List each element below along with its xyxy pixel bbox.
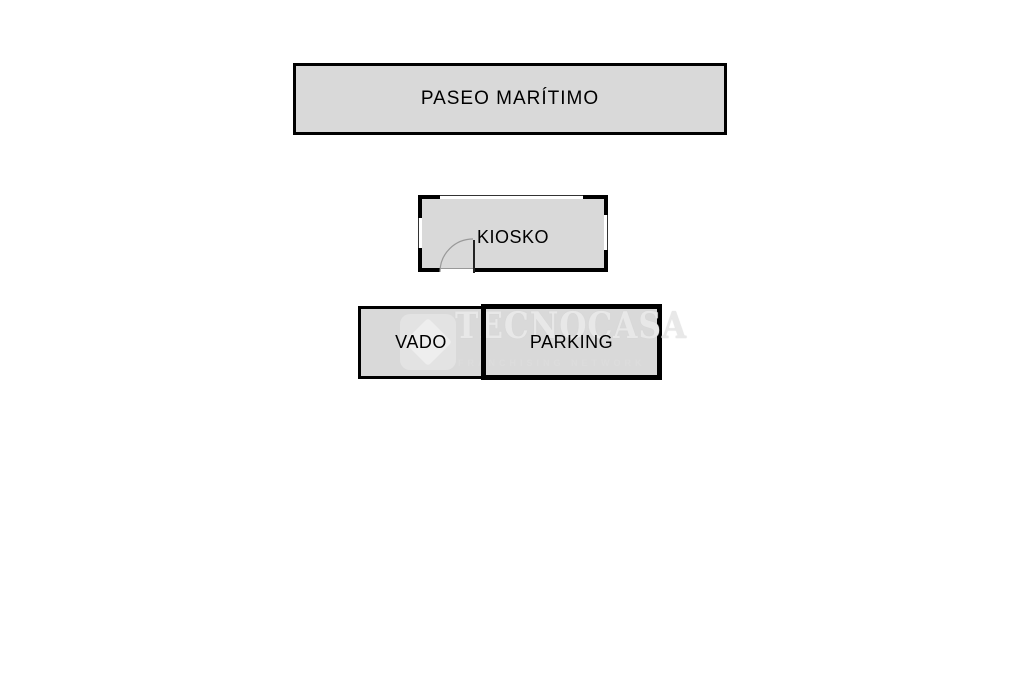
kiosko-window-left <box>418 218 422 248</box>
tecnocasa-watermark: TECNOCASA FRANCHISING NETWORK <box>398 305 686 377</box>
area-kiosko: KIOSKO <box>418 195 608 273</box>
tecnocasa-house-icon <box>400 314 456 370</box>
kiosko-door-opening <box>440 268 473 272</box>
kiosko-label: KIOSKO <box>476 227 550 247</box>
vado-parking-wall <box>481 304 486 380</box>
kiosko-door-leaf <box>473 240 475 273</box>
watermark-tagline-text: FRANCHISING NETWORK <box>458 358 646 368</box>
area-paseo-maritimo: PASEO MARÍTIMO <box>293 63 727 135</box>
vado-label: VADO <box>395 332 447 352</box>
paseo-maritimo-label: PASEO MARÍTIMO <box>420 88 600 109</box>
kiosko-window-top <box>440 195 583 199</box>
door-swing-arc-icon <box>439 238 474 273</box>
kiosko-window-right <box>604 215 608 250</box>
watermark-brand-text: TECNOCASA <box>455 305 688 347</box>
parking-label: PARKING <box>529 331 614 352</box>
